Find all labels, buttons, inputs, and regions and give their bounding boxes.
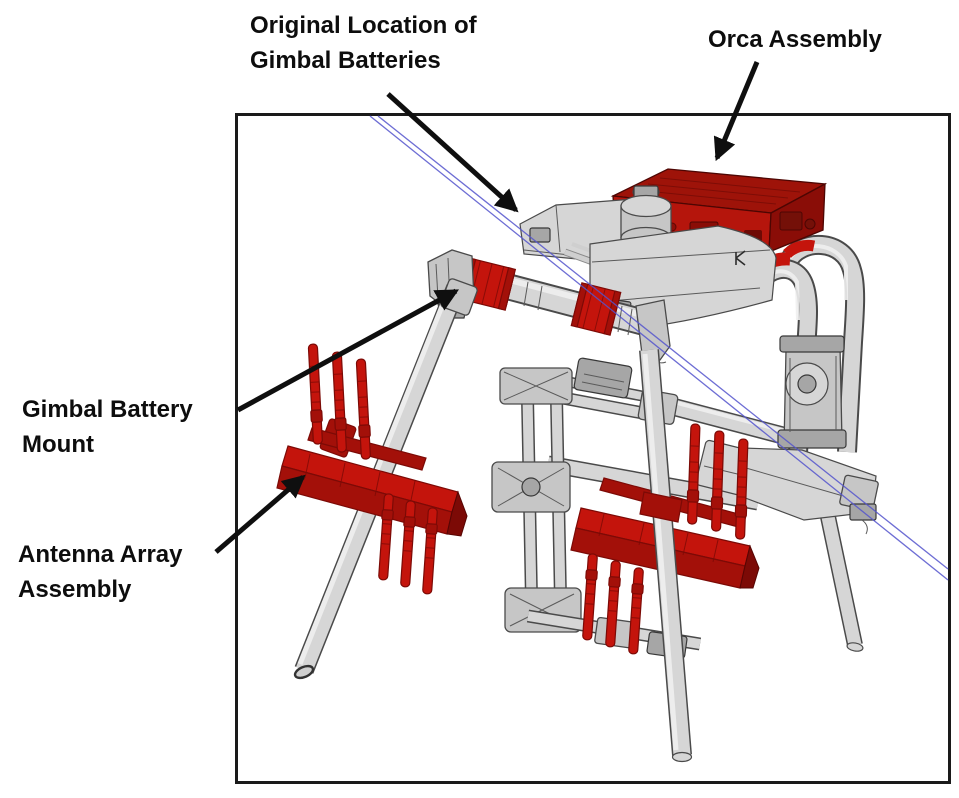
label-gimbal-battery-mount: Gimbal Battery Mount: [22, 392, 193, 462]
cad-model: [276, 168, 879, 763]
cage-clamp: [491, 461, 571, 513]
antenna-array-left-model: [276, 343, 468, 595]
label-antenna-array-assembly: Antenna Array Assembly: [18, 537, 182, 607]
label-orca-assembly: Orca Assembly: [708, 22, 882, 57]
label-line: Assembly: [18, 576, 132, 603]
arrow-antenna-array: [214, 474, 306, 554]
arrow-orca-assembly: [713, 61, 760, 162]
figure-border: [235, 113, 951, 784]
construction-lines: [369, 115, 949, 581]
upper-boom: [652, 393, 803, 449]
rear-platform: [739, 447, 879, 535]
roll-bar-red-pad: [783, 239, 816, 259]
construction-line: [377, 115, 949, 570]
label-line: Gimbal Battery: [22, 396, 193, 423]
front-center-leg: [639, 349, 693, 763]
arrow-gimbal-battery-mount: [236, 288, 460, 413]
rear-right-leg: [819, 510, 864, 652]
center-array-collar: [639, 491, 683, 523]
label-line: Gimbal Batteries: [250, 47, 441, 74]
construction-line: [369, 115, 949, 581]
cage-clamp: [499, 367, 573, 405]
arrow-original-location: [386, 92, 519, 213]
label-line: Mount: [22, 431, 94, 458]
label-line: Original Location of: [250, 12, 477, 39]
label-original-location: Original Location of Gimbal Batteries: [250, 8, 477, 78]
label-line: Antenna Array: [18, 541, 183, 568]
annotation-arrows: [214, 61, 760, 554]
k-logo: [735, 250, 746, 266]
rear-electronics-plate: [777, 335, 847, 449]
label-line: Orca Assembly: [708, 26, 882, 53]
mount-red-clamp: [570, 282, 622, 336]
